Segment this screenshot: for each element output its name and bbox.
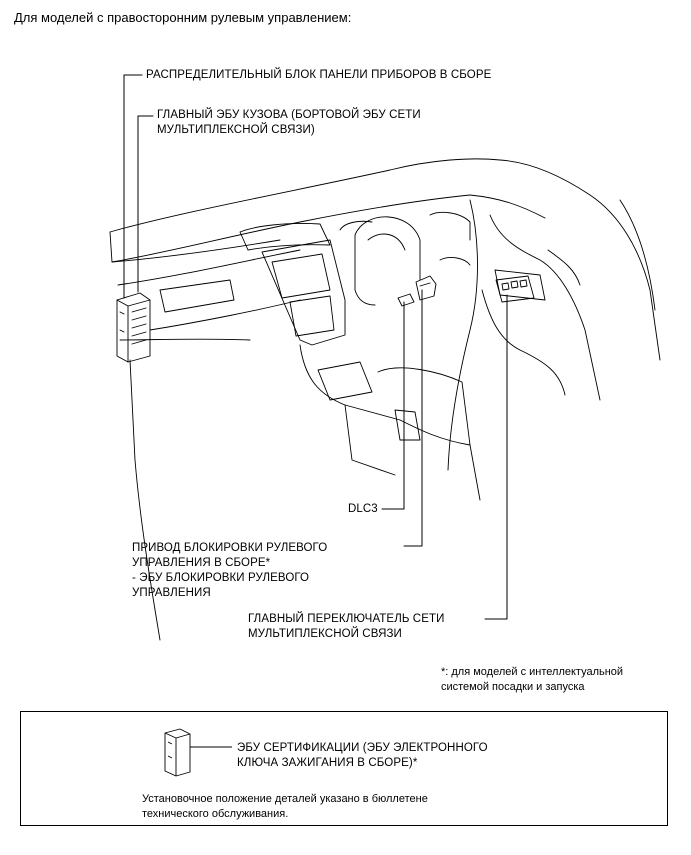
label-steering-lock-line4: УПРАВЛЕНИЯ xyxy=(132,587,211,599)
dashboard-outline xyxy=(109,158,661,641)
label-main-body-ecu-line2: МУЛЬТИПЛЕКСНОЙ СВЯЗИ) xyxy=(157,124,315,136)
legend-note-line1: Установочное положение деталей указано в… xyxy=(142,793,428,805)
legend-box xyxy=(20,711,668,826)
label-master-switch-line2: МУЛЬТИПЛЕКСНОЙ СВЯЗИ xyxy=(248,628,402,640)
label-main-body-ecu: ГЛАВНЫЙ ЭБУ КУЗОВА (БОРТОВОЙ ЭБУ СЕТИ МУ… xyxy=(157,108,421,138)
page-heading: Для моделей с правосторонним рулевым упр… xyxy=(14,10,352,25)
label-instrument-panel-junction-block: РАСПРЕДЕЛИТЕЛЬНЫЙ БЛОК ПАНЕЛИ ПРИБОРОВ В… xyxy=(146,69,492,81)
dlc3-component xyxy=(397,293,415,307)
master-switch-component xyxy=(495,275,535,303)
label-steering-lock-line2: УПРАВЛЕНИЯ В СБОРЕ* xyxy=(132,557,271,569)
center-console xyxy=(261,239,481,501)
steering-wheel xyxy=(339,211,471,306)
legend-note-line2: технического обслуживания. xyxy=(142,808,289,820)
label-steering-lock-line3: - ЭБУ БЛОКИРОВКИ РУЛЕВОГО xyxy=(132,572,310,584)
door-panel xyxy=(447,199,656,471)
steering-lock-component xyxy=(415,275,437,301)
label-main-body-ecu-line1: ГЛАВНЫЙ ЭБУ КУЗОВА (БОРТОВОЙ ЭБУ СЕТИ xyxy=(157,109,421,121)
label-certification-ecu: ЭБУ СЕРТИФИКАЦИИ (ЭБУ ЭЛЕКТРОННОГО КЛЮЧА… xyxy=(237,741,488,771)
legend-note: Установочное положение деталей указано в… xyxy=(142,792,428,822)
label-dlc3: DLC3 xyxy=(348,503,378,515)
leader-lines xyxy=(123,74,508,620)
label-master-switch: ГЛАВНЫЙ ПЕРЕКЛЮЧАТЕЛЬ СЕТИ МУЛЬТИПЛЕКСНО… xyxy=(248,612,444,642)
footnote: *: для моделей с интеллектуальной систем… xyxy=(441,665,623,695)
junction-block-component xyxy=(116,292,151,363)
label-certification-ecu-line1: ЭБУ СЕРТИФИКАЦИИ (ЭБУ ЭЛЕКТРОННОГО xyxy=(237,742,488,754)
label-certification-ecu-line2: КЛЮЧА ЗАЖИГАНИЯ В СБОРЕ)* xyxy=(237,757,418,769)
footnote-line2: системой посадки и запуска xyxy=(441,681,585,693)
label-steering-lock-line1: ПРИВОД БЛОКИРОВКИ РУЛЕВОГО xyxy=(132,542,328,554)
footnote-line1: *: для моделей с интеллектуальной xyxy=(441,666,624,678)
label-steering-lock-actuator: ПРИВОД БЛОКИРОВКИ РУЛЕВОГО УПРАВЛЕНИЯ В … xyxy=(132,541,327,601)
label-master-switch-line1: ГЛАВНЫЙ ПЕРЕКЛЮЧАТЕЛЬ СЕТИ xyxy=(248,613,445,625)
